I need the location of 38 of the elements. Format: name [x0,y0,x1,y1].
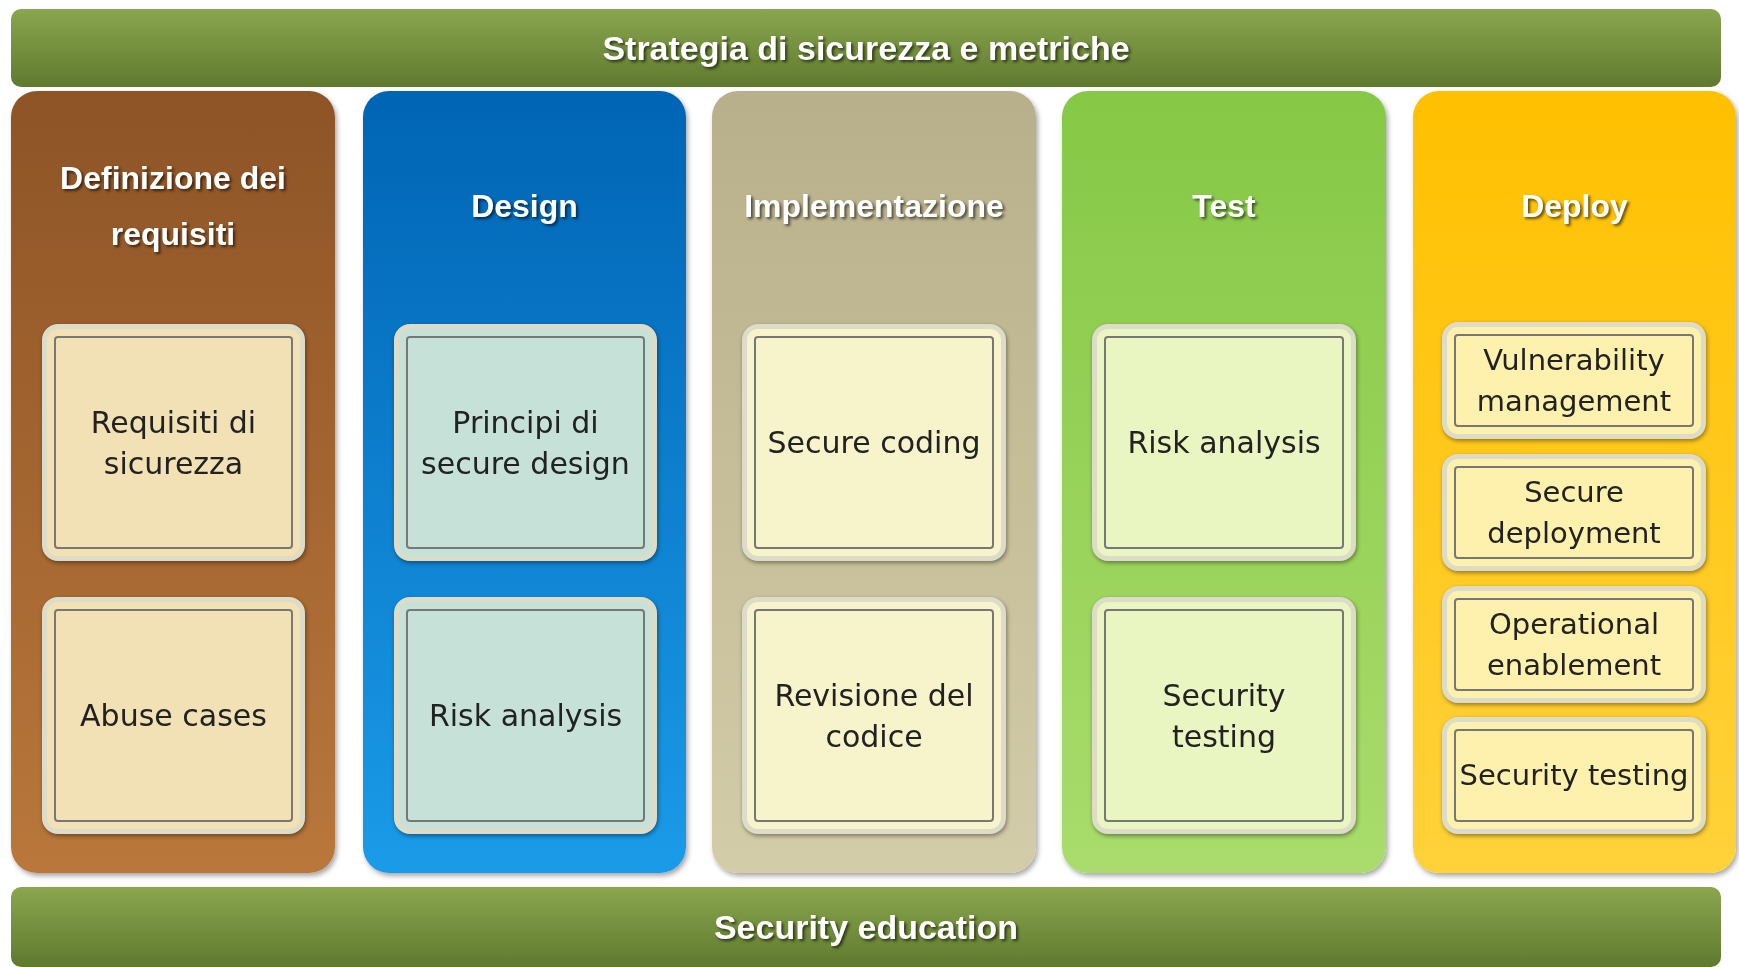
box-label: Operational enablement [1485,605,1663,684]
column-heading: Design [470,187,579,226]
process-box [1442,454,1706,571]
box-label: Principi di secure design [420,403,631,483]
banner-title: Strategia di sicurezza e metriche [602,28,1130,68]
box-label: Security testing [1161,676,1287,756]
process-box [1442,717,1706,834]
box-label: Requisiti di sicurezza [89,403,258,483]
phase-column [363,91,686,873]
process-box [742,597,1006,834]
banner-bar [11,887,1721,967]
column-heading: Implementazione [743,187,1005,226]
phase-column [1062,91,1386,873]
box-label: Secure deployment [1486,473,1662,552]
process-box [1442,586,1706,703]
box-label: Abuse cases [79,697,268,735]
column-heading: Test [1191,187,1257,226]
process-box [42,324,305,561]
process-box [1092,324,1356,561]
process-box [394,597,657,834]
box-label: Secure coding [766,424,982,462]
phase-column [712,91,1036,873]
phase-column [11,91,335,873]
column-heading: Definizione dei requisiti [59,159,287,254]
banner-bar [11,9,1721,87]
box-label: Revisione del codice [773,676,975,756]
process-box [1442,322,1706,439]
column-heading: Deploy [1520,187,1629,226]
process-box [394,324,657,561]
phase-column [1413,91,1736,873]
box-label: Risk analysis [1126,424,1322,462]
banner-title: Security education [713,907,1019,947]
process-box [42,597,305,834]
box-label: Security testing [1458,757,1690,794]
process-box [742,324,1006,561]
box-label: Risk analysis [427,697,624,735]
box-label: Vulnerability management [1475,341,1673,420]
process-box [1092,597,1356,834]
